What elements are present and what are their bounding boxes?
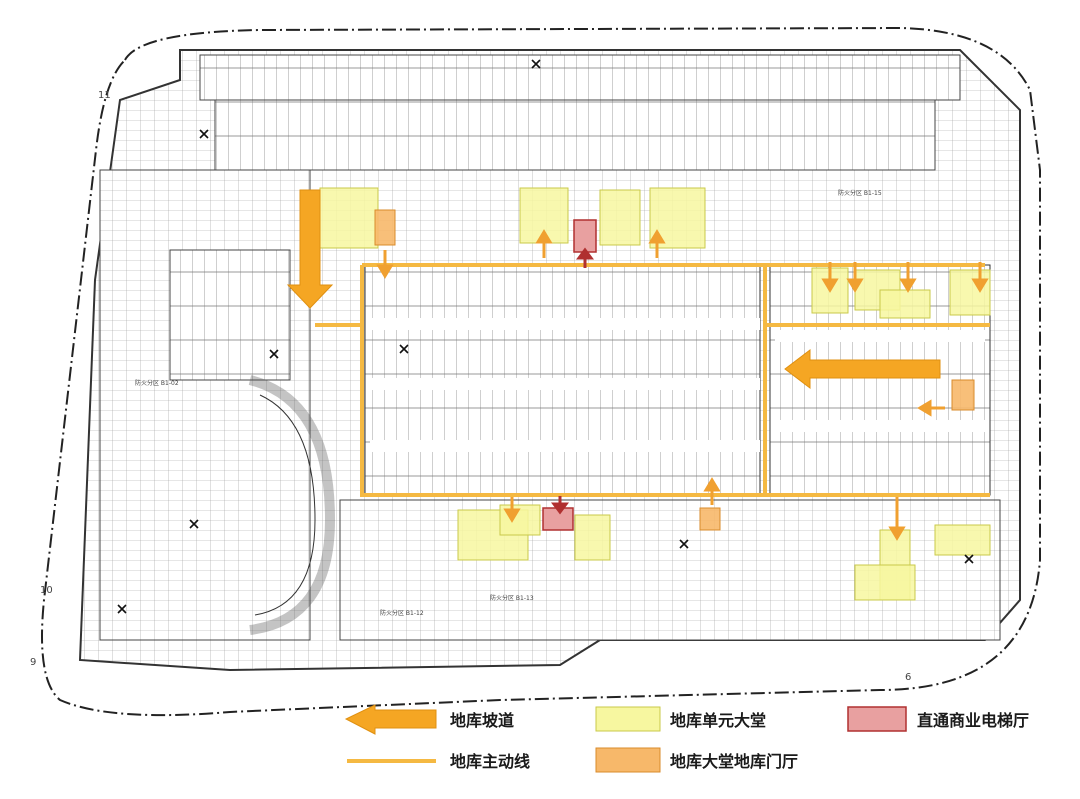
legend-main-route: 地库主动线 [347, 752, 530, 771]
lobby-entrance-swatch [595, 747, 661, 773]
lobby-entrances [374, 209, 975, 531]
elevator-connector-arrows [551, 247, 594, 515]
commercial-elevator-halls [542, 219, 597, 531]
unit-lobby-swatch [595, 706, 661, 732]
legend-unit-lobby-label: 地库单元大堂 [670, 711, 766, 730]
legend-commercial-elevator-label: 直通商业电梯厅 [917, 711, 1029, 730]
equipment-symbols [117, 59, 974, 614]
legend: 地库坡道 地库主动线 地库单元大堂 地库大堂地库门厅 直通商业电梯厅 [344, 704, 1029, 773]
grid-label-6: 6 [905, 672, 911, 683]
legend-ramp: 地库坡道 [344, 704, 514, 735]
left-parking-bays [169, 249, 291, 381]
top-rooms-strip [199, 54, 961, 101]
fire-zone-note: 防火分区 B1-02 [135, 379, 179, 387]
legend-unit-lobby: 地库单元大堂 [595, 706, 766, 732]
grid-label-10: 10 [40, 585, 53, 596]
top-parking-row [214, 99, 936, 171]
grid-label-11: 11 [98, 90, 111, 101]
left-core-zone [99, 169, 311, 641]
site-boundary [41, 26, 1041, 717]
curved-ramp-lower-left [248, 375, 336, 635]
fire-zone-note: 防火分区 B1-15 [838, 189, 882, 197]
main-circulation-route [315, 263, 990, 497]
ramp-arrow-icon [344, 704, 437, 735]
legend-ramp-label: 地库坡道 [450, 711, 514, 730]
fire-zone-note: 防火分区 B1-13 [490, 594, 534, 602]
commercial-elevator-swatch [847, 706, 907, 732]
basement-ramps [286, 189, 941, 390]
legend-lobby-entrance-label: 地库大堂地库门厅 [670, 752, 798, 771]
legend-lobby-entrance: 地库大堂地库门厅 [595, 747, 798, 773]
legend-main-route-label: 地库主动线 [450, 752, 530, 771]
lobby-connector-arrows [376, 229, 989, 541]
legend-commercial-elevator: 直通商业电梯厅 [847, 706, 1029, 732]
grid-label-9: 9 [30, 657, 36, 668]
fire-zone-note: 防火分区 B1-12 [380, 609, 424, 617]
